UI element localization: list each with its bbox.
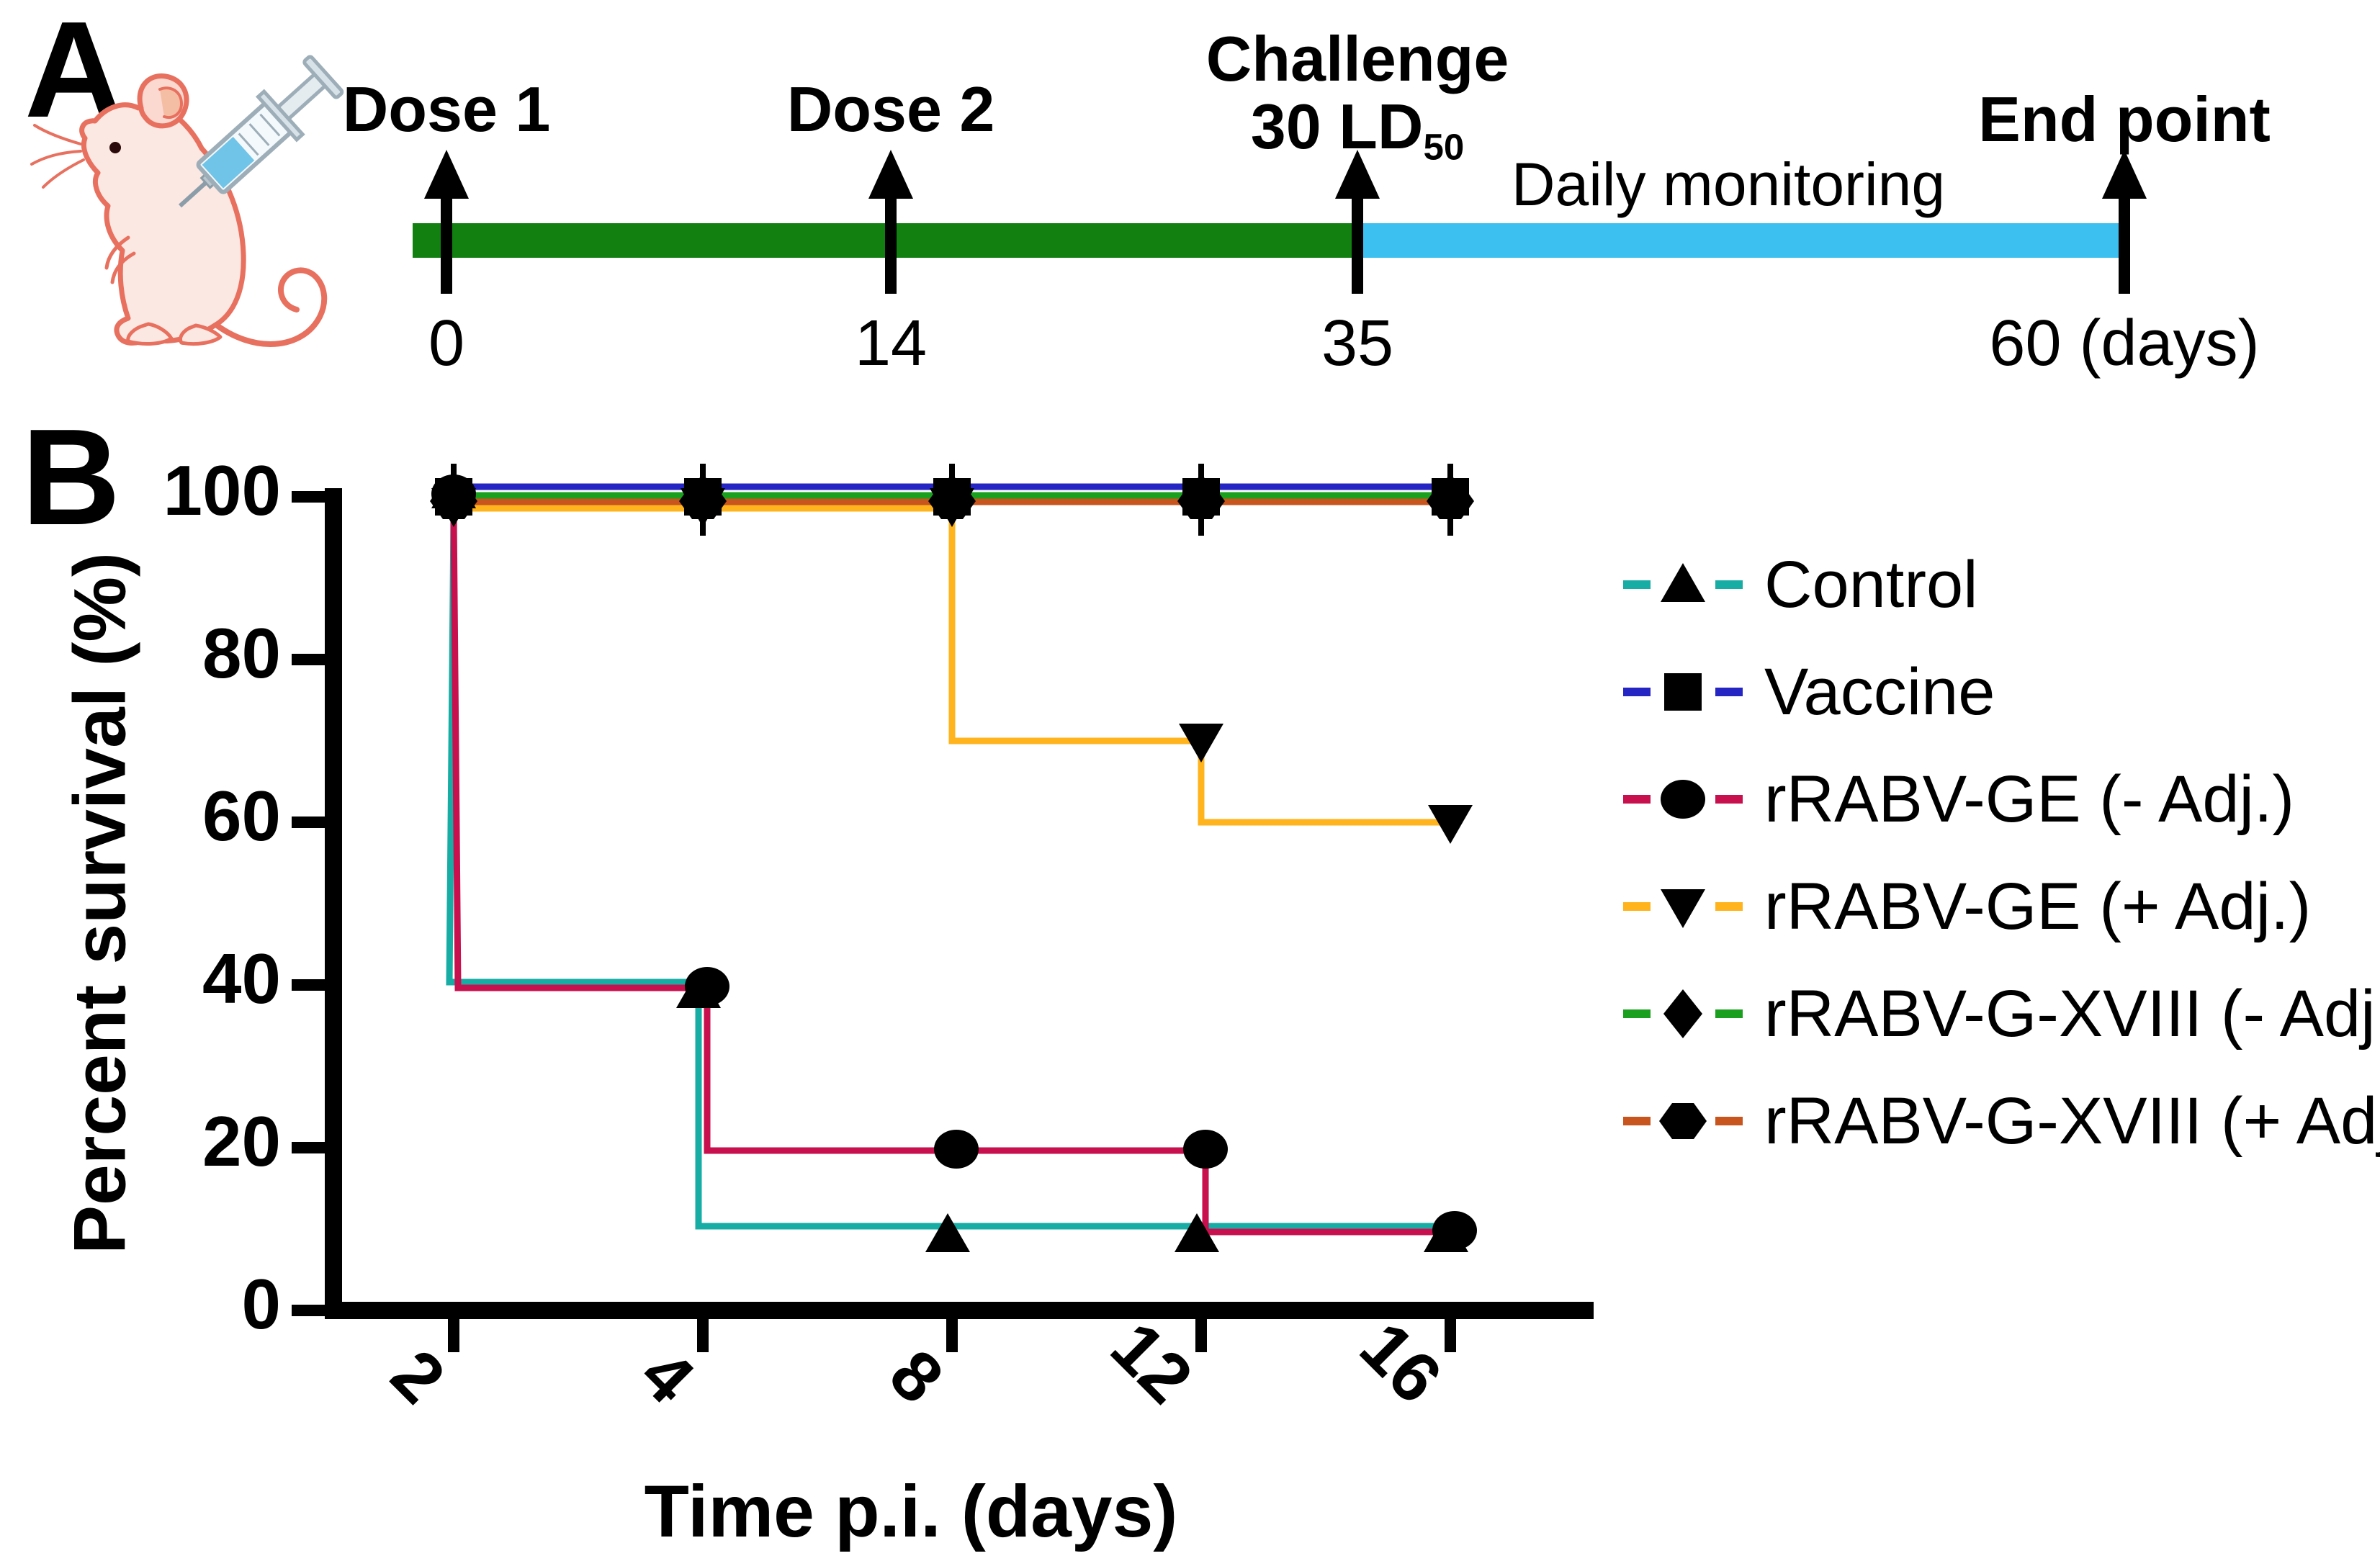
marker-hexagon-icon — [1659, 1103, 1707, 1139]
marker-circle-icon — [685, 967, 729, 1006]
curve-rrabv-ge-adj- — [454, 505, 1450, 826]
legend-item-label: rRABV-G-XVIII (- Adj.) — [1764, 976, 2380, 1051]
dose1-label: Dose 1 — [342, 73, 551, 145]
marker-hexagon-icon — [430, 483, 477, 519]
legend-item-label: Vaccine — [1764, 654, 1995, 729]
dose1-arrow-up-icon — [424, 150, 469, 294]
x-tick-mark — [697, 1319, 709, 1352]
mouse-eye — [109, 142, 121, 153]
day60-tick-label: 60 (days) — [1989, 307, 2260, 379]
day0-tick-label: 0 — [428, 307, 465, 379]
y-tick-mark — [292, 654, 325, 665]
mouse-hind-foot — [126, 322, 174, 346]
timeline-art — [30, 55, 2147, 347]
y-tick-mark — [292, 1305, 325, 1316]
day35-tick-label: 35 — [1321, 307, 1394, 379]
marker-triangle-up-icon — [925, 1213, 970, 1252]
mouse-front-paws — [104, 235, 136, 284]
marker-triangle-down-icon — [1661, 889, 1705, 928]
x-axis-title: Time p.i. (days) — [644, 1470, 1178, 1552]
mouse-whiskers — [30, 124, 85, 189]
curve-control — [446, 516, 1446, 1230]
marker-square-icon — [1664, 673, 1702, 711]
y-tick-label: 100 — [163, 451, 281, 530]
marker-triangle-up-icon — [1175, 1213, 1219, 1252]
marker-triangle-up-icon — [1661, 563, 1705, 602]
mouse-hind-foot — [178, 323, 223, 346]
endpoint-arrow-up-icon — [2102, 150, 2147, 294]
panel-b: B — [0, 389, 2380, 1561]
marker-circle-icon — [1432, 1211, 1477, 1250]
day14-tick-label: 14 — [854, 307, 928, 379]
marker-circle-icon — [934, 1130, 979, 1169]
mouse-inner-ear — [158, 86, 183, 119]
challenge-dose-label: 30 LD50 — [1251, 92, 1464, 167]
legend-swatch-icon — [1623, 673, 1743, 711]
mouse-tail — [210, 267, 328, 347]
x-tick-mark — [448, 1319, 459, 1352]
y-tick-mark — [292, 817, 325, 828]
legend-item: Vaccine — [1622, 649, 1995, 735]
y-tick-label: 20 — [202, 1102, 281, 1181]
legend-item: Control — [1622, 541, 1978, 628]
ld50-subscript: 50 — [1423, 126, 1465, 168]
marker-hexagon-icon — [1177, 483, 1225, 519]
y-tick-label: 60 — [202, 776, 281, 855]
y-tick-label: 80 — [202, 613, 281, 693]
marker-hexagon-icon — [1427, 483, 1474, 519]
legend-swatch-icon — [1623, 1103, 1743, 1139]
y-tick-label: 40 — [202, 939, 281, 1018]
legend-item: rRABV-G-XVIII (+ Adj.) — [1622, 1078, 2380, 1164]
marker-circle-icon — [1183, 1130, 1228, 1169]
legend-item: rRABV-G-XVIII (- Adj.) — [1622, 971, 2380, 1057]
legend-swatch-icon — [1623, 989, 1743, 1038]
x-tick-mark — [1195, 1319, 1207, 1352]
legend-item: rRABV-GE (+ Adj.) — [1622, 863, 2311, 950]
marker-diamond-icon — [1663, 989, 1702, 1038]
panel-a: A — [0, 0, 2380, 403]
marker-circle-icon — [1661, 780, 1705, 819]
dose2-arrow-up-icon — [868, 150, 913, 294]
legend-swatch-icon — [1623, 780, 1743, 819]
legend-swatch-icon — [1623, 563, 1743, 602]
legend-item-label: rRABV-GE (+ Adj.) — [1764, 869, 2312, 943]
legend-swatch-icon — [1623, 889, 1743, 928]
plot-y-axis — [325, 488, 342, 1319]
y-tick-label: 0 — [241, 1264, 281, 1344]
challenge-label: Challenge — [1205, 23, 1509, 94]
x-tick-mark — [946, 1319, 958, 1352]
marker-triangle-down-icon — [1179, 724, 1223, 762]
panel-b-label: B — [22, 401, 121, 554]
monitoring-phase-bar — [1357, 223, 2128, 258]
x-tick-mark — [1445, 1319, 1456, 1352]
marker-hexagon-icon — [679, 483, 727, 519]
legend-item-label: Control — [1764, 547, 1978, 621]
daily-monitoring-label: Daily monitoring — [1511, 150, 1946, 218]
legend-item-label: rRABV-GE (- Adj.) — [1764, 762, 2295, 836]
legend-item: rRABV-GE (- Adj.) — [1622, 756, 2294, 842]
y-tick-mark — [292, 979, 325, 991]
y-axis-title: Percent survival (%) — [58, 552, 141, 1255]
syringe-icon — [178, 55, 344, 208]
legend-item-label: rRABV-G-XVIII (+ Adj.) — [1764, 1084, 2380, 1158]
plot-x-axis — [325, 1302, 1594, 1319]
y-tick-mark — [292, 1142, 325, 1153]
challenge-dose-text: 30 LD — [1250, 91, 1424, 162]
marker-hexagon-icon — [928, 483, 976, 519]
dose2-label: Dose 2 — [786, 73, 995, 145]
challenge-arrow-up-icon — [1335, 150, 1380, 294]
y-tick-mark — [292, 491, 325, 503]
marker-triangle-down-icon — [1428, 805, 1473, 844]
endpoint-label: End point — [1978, 84, 2271, 155]
